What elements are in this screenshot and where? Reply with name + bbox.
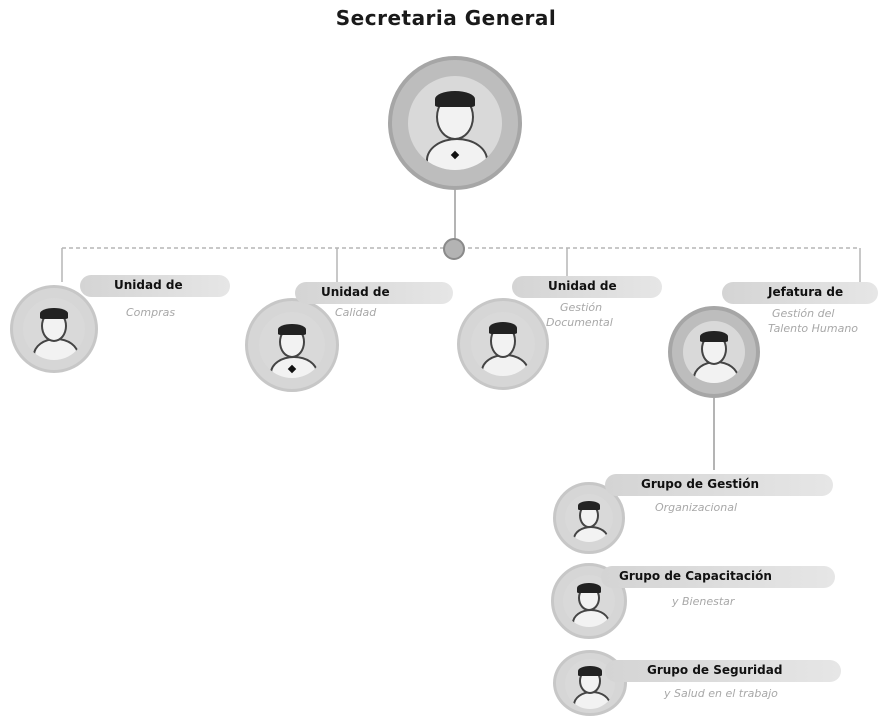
junction-node	[443, 238, 465, 260]
avatar-calidad	[245, 298, 339, 392]
unit-calidad-name: Unidad de	[321, 285, 390, 299]
group-capacitacion-name: Grupo de Capacitación	[619, 569, 772, 583]
unit-talento-name: Jefatura de	[768, 285, 844, 299]
avatar-seguridad	[553, 650, 627, 716]
group-seguridad-name: Grupo de Seguridad	[647, 663, 783, 677]
avatar-gestion-documental	[457, 298, 549, 390]
top-avatar	[388, 56, 522, 190]
unit-documental-name: Unidad de	[548, 279, 617, 293]
avatar-gestion-organizacional	[553, 482, 625, 554]
group-gestion-label-pill: Grupo de Gestión	[605, 474, 833, 496]
unit-calidad-label-pill: Unidad de	[295, 282, 453, 304]
avatar-capacitacion	[551, 563, 627, 639]
page-title: Secretaria General	[335, 6, 557, 30]
group-capacitacion-label-pill: Grupo de Capacitación	[601, 566, 835, 588]
unit-talento-label-pill: Jefatura de	[722, 282, 878, 304]
unit-documental-label-pill: Unidad de	[512, 276, 662, 298]
unit-documental-subtitle-line2: Documental	[546, 316, 613, 329]
group-gestion-subtitle: Organizacional	[655, 501, 738, 514]
avatar-talento-humano	[668, 306, 760, 398]
unit-compras-name: Unidad de	[114, 278, 183, 292]
group-capacitacion-subtitle: y Bienestar	[672, 595, 735, 608]
group-gestion-name: Grupo de Gestión	[641, 477, 759, 491]
unit-compras-subtitle: Compras	[126, 306, 176, 319]
unit-documental-subtitle-line1: Gestión	[560, 301, 603, 314]
group-seguridad-subtitle: y Salud en el trabajo	[664, 687, 778, 700]
group-seguridad-label-pill: Grupo de Seguridad	[605, 660, 841, 682]
unit-talento-subtitle-line2: Talento Humano	[768, 322, 859, 335]
avatar-compras	[10, 285, 98, 373]
unit-calidad-subtitle: Calidad	[335, 306, 377, 319]
unit-talento-subtitle-line1: Gestión del	[772, 307, 835, 320]
unit-compras-label-pill: Unidad de	[80, 275, 230, 297]
